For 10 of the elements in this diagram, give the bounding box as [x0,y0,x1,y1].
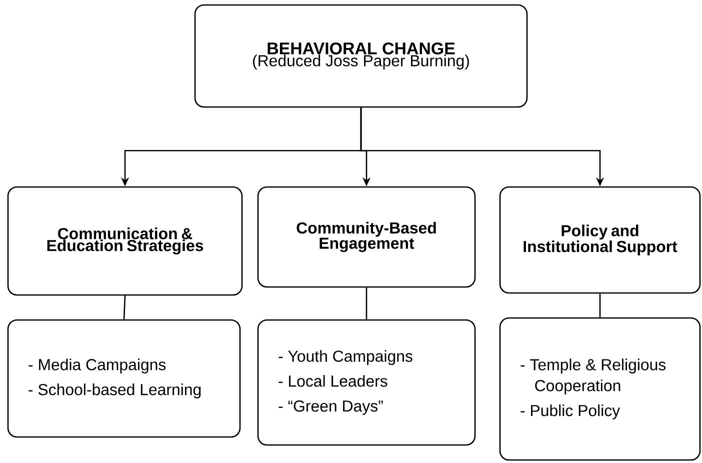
activity-list-box: - Media Campaigns - School-based Learning [7,319,241,438]
strategy-box: Communication & Education Strategies [7,186,243,296]
connector-line [599,294,601,318]
connector-line [366,288,368,320]
strategy-box: Policy and Institutional Support [499,186,701,294]
activity-list-box: - Temple & Religious Cooperation - Public Policy [499,317,701,461]
activity-list-box: - Youth Campaigns - Local Leaders - “Green Days” [257,319,476,446]
connector-line [123,296,126,320]
strategy-box: Community-Based Engagement [257,186,476,288]
goal-box: BEHAVIORAL CHANGE (Reduced Joss Paper Burning) [194,4,528,108]
